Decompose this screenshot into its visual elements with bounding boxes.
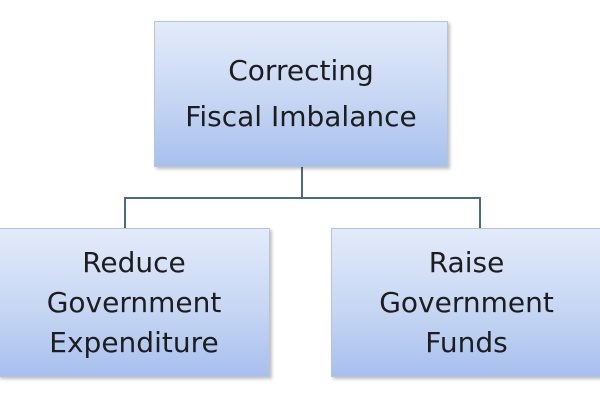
right-line-3: Funds (425, 325, 508, 359)
child-node-reduce-expenditure: Reduce Government Expenditure (0, 228, 270, 377)
root-node-correcting-fiscal-imbalance: Correcting Fiscal Imbalance (154, 21, 448, 167)
left-line-3: Expenditure (49, 325, 219, 359)
right-line-2: Government (379, 285, 554, 319)
connector-vertical-right (479, 197, 481, 229)
root-line-1: Correcting (228, 54, 374, 87)
connector-vertical-left (124, 197, 126, 229)
root-line-2: Fiscal Imbalance (185, 100, 417, 133)
child-node-raise-funds: Raise Government Funds (331, 228, 600, 377)
connector-vertical-root (301, 167, 303, 199)
right-line-1: Raise (428, 245, 505, 279)
left-line-2: Government (46, 285, 222, 319)
left-line-1: Reduce (82, 245, 186, 279)
connector-horizontal (124, 197, 481, 199)
